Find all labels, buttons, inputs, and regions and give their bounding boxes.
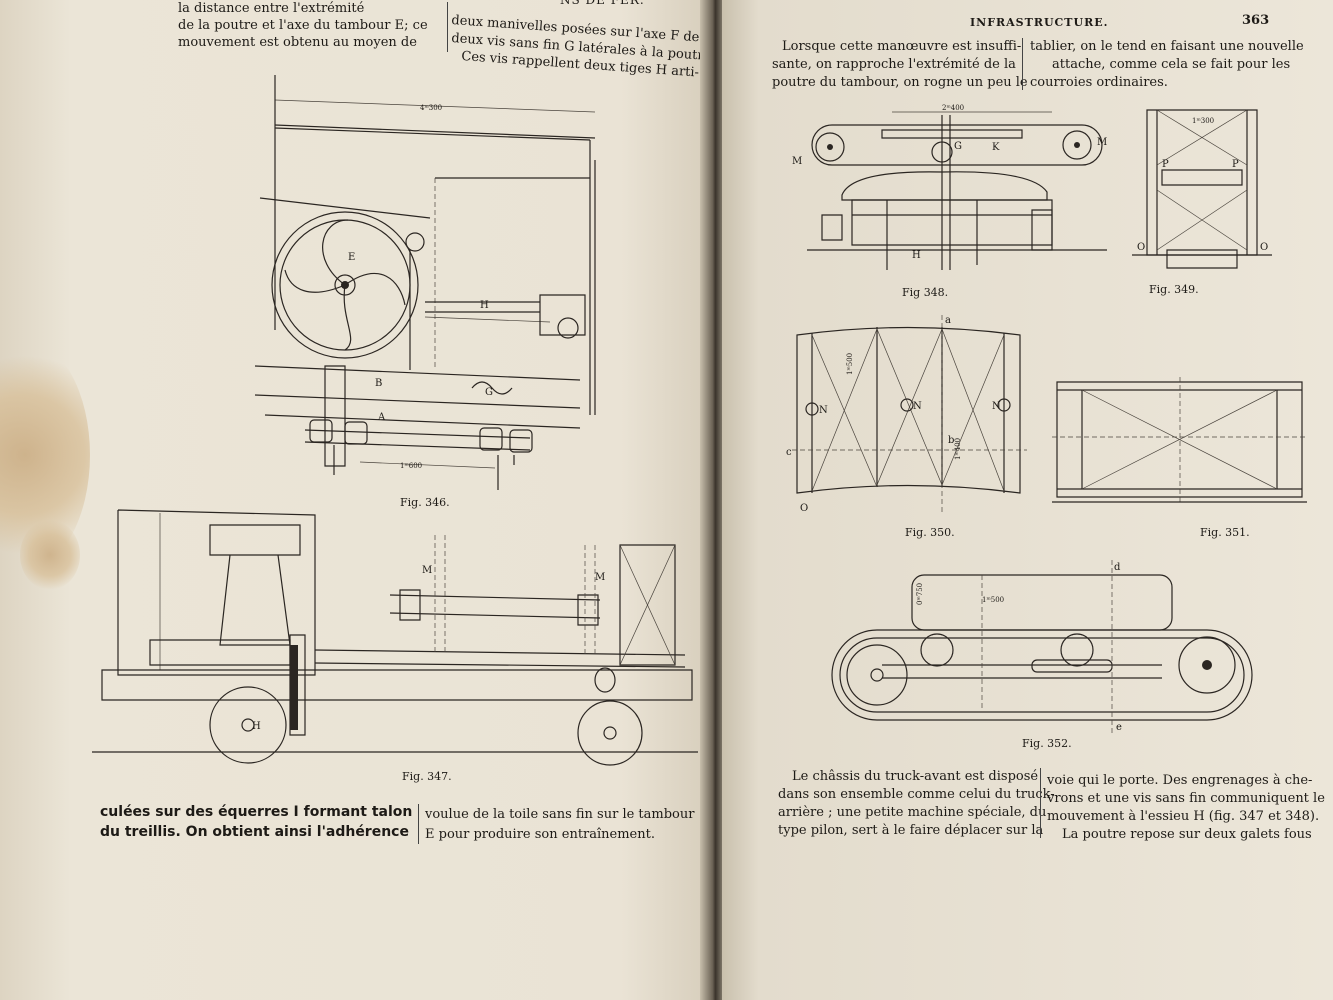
label-P: P [1162,159,1169,170]
dimension-label: 1ᵐ500 [982,596,1004,604]
running-head: INFRASTRUCTURE. [970,16,1109,29]
figure-346-drawing: E H B A G 4ᵐ300 1ᵐ600 [250,70,610,490]
label-H: H [480,300,489,311]
text-line: voulue de la toile sans fin sur le tambo… [425,807,695,822]
text-line: mouvement est obtenu au moyen de [178,35,417,50]
dimension-label: 4ᵐ300 [420,104,442,112]
left-page: NS DE FER. la distance entre l'extrémité… [0,0,706,1000]
figure-caption: Fig. 351. [1200,526,1250,539]
label-B: B [375,378,382,389]
text-line: mouvement à l'essieu H (fig. 347 et 348)… [1047,809,1320,824]
text-line: culées sur des équerres I formant talon [100,804,413,820]
figure-351-drawing [1052,362,1307,512]
label-N: N [819,405,828,416]
label-c: c [786,447,792,458]
figure-caption: Fig 348. [902,286,949,299]
running-head-fragment: NS DE FER. [560,0,645,7]
label-G: G [485,387,493,398]
label-E: E [348,252,355,263]
water-stain [20,520,80,590]
text-line: de la poutre et l'axe du tambour E; ce [178,18,428,33]
label-P: P [1232,159,1239,170]
label-O: O [800,503,808,514]
text-line: sante, on rapproche l'extrémité de la [772,57,1016,72]
label-G: G [954,141,962,152]
dimension-label: 1ᵐ600 [400,462,422,470]
column-rule [447,2,448,52]
label-M: M [1097,137,1107,148]
page-number: 363 [1242,13,1270,28]
dimension-label: 2ᵐ400 [942,104,964,112]
text-line: courroies ordinaires. [1030,75,1168,90]
column-rule [418,804,419,844]
dimension-label: 1ᵐ400 [954,438,962,460]
text-line: E pour produire son entraînement. [425,827,655,842]
figure-352-drawing: d e 1ᵐ500 0ᵐ750 [822,560,1262,735]
figure-caption: Fig. 352. [1022,737,1072,750]
label-M: M [422,565,432,576]
figure-caption: Fig. 347. [402,770,452,783]
text-line: La poutre repose sur deux galets fous [1062,827,1312,842]
text-line: Lorsque cette manœuvre est insuffi- [782,39,1022,54]
label-a: a [945,315,951,326]
text-line: vrons et une vis sans fin communiquent l… [1047,791,1325,806]
label-A: A [377,412,386,423]
text-line: poutre du tambour, on rogne un peu le [772,75,1028,90]
figure-caption: Fig. 350. [905,526,955,539]
label-H: H [252,721,261,732]
label-M: M [792,156,802,167]
text-line: du treillis. On obtient ainsi l'adhérenc… [100,824,409,840]
text-line: la distance entre l'extrémité [178,1,365,16]
figure-349-drawing: P P O O 1ᵐ300 [1132,105,1272,275]
label-M: M [595,572,605,583]
text-line: voie qui le porte. Des engrenages à che- [1047,773,1313,788]
label-e: e [1116,722,1122,733]
figure-347-drawing: M M H [90,505,700,780]
text-line: type pilon, sert à le faire déplacer sur… [778,823,1044,838]
label-K: K [992,142,1000,153]
column-rule [1040,768,1041,838]
figure-350-drawing: a b c N N N O 1ᵐ500 1ᵐ400 [786,315,1027,515]
text-line: dans son ensemble comme celui du truck- [778,787,1055,802]
figure-348-drawing: M M K G H 2ᵐ400 [792,104,1107,280]
label-O: O [1260,242,1268,253]
label-N: N [992,401,1001,412]
text-line: tablier, on le tend en faisant une nouve… [1030,39,1304,54]
dimension-label: 0ᵐ750 [916,583,924,605]
text-line: attache, comme cela se fait pour les [1052,57,1291,72]
label-b: b [948,435,954,446]
figure-caption: Fig. 346. [400,496,450,509]
label-H: H [912,250,921,261]
text-line: Le châssis du truck-avant est disposé [792,769,1039,784]
column-rule [1022,38,1023,90]
label-d: d [1114,562,1121,573]
label-O: O [1137,242,1145,253]
right-page: INFRASTRUCTURE. 363 Lorsque cette manœuv… [722,0,1333,1000]
label-N: N [913,401,922,412]
figure-caption: Fig. 349. [1149,283,1199,296]
dimension-label: 1ᵐ300 [1192,117,1214,125]
text-line: arrière ; une petite machine spéciale, d… [778,805,1047,820]
dimension-label: 1ᵐ500 [846,353,854,375]
